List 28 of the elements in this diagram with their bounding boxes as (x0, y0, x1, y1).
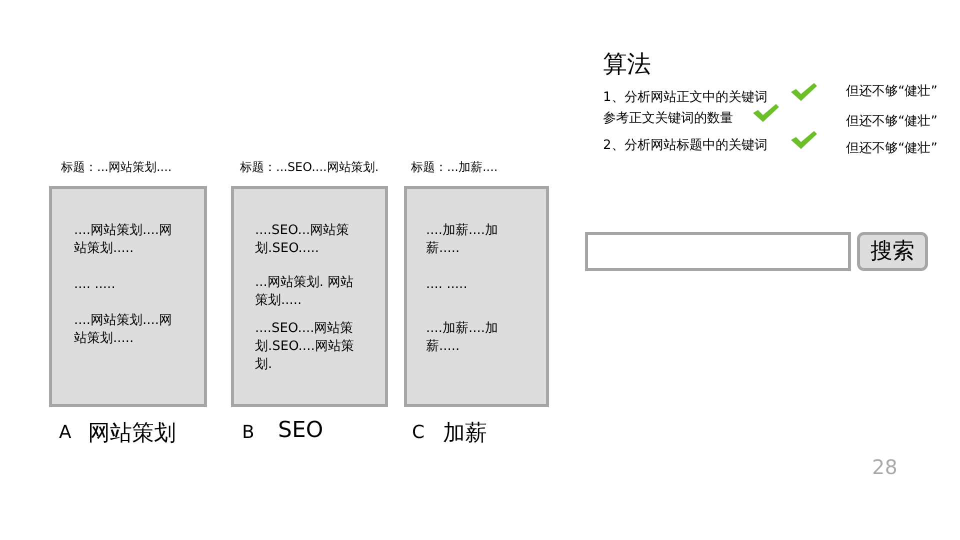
body-text: ....SEO...网站策划.SEO..... (255, 222, 350, 258)
note-text: 但还不够“健壮” (846, 140, 938, 157)
algorithm-step: 参考正文关键词的数量 (603, 109, 733, 127)
body-text: ....加薪....加薪..... (426, 222, 500, 258)
body-text: .... ..... (74, 276, 116, 294)
note-text: 但还不够“健壮” (846, 83, 938, 100)
page-title: 标题：...网站策划.... (61, 159, 172, 176)
body-text: ....加薪....加薪..... (426, 320, 500, 356)
search-field (585, 232, 851, 271)
search-button: 搜索 (857, 232, 928, 271)
option-label: 加薪 (443, 420, 487, 448)
algorithm-step: 2、分析网站标题中的关键词 (603, 136, 768, 154)
page-number: 28 (872, 455, 898, 479)
body-text: ....网站策划....网站策划..... (74, 312, 174, 348)
option-label: 网站策划 (88, 420, 176, 448)
option-letter: C (412, 422, 425, 443)
option-letter: B (242, 422, 254, 443)
body-text: .... ..... (426, 276, 468, 294)
note-text: 但还不够“健壮” (846, 113, 938, 130)
option-letter: A (59, 422, 72, 443)
page-title: 标题：...加薪.... (411, 159, 498, 176)
body-text: ...网站策划. 网站策划..... (255, 274, 355, 310)
body-text: ....SEO....网站策划.SEO....网站策划. (255, 320, 355, 374)
algorithm-step: 1、分析网站正文中的关键词 (603, 88, 768, 106)
section-heading: 算法 (603, 49, 651, 80)
option-label: SEO (278, 418, 324, 443)
page-title: 标题：...SEO....网站策划. (240, 159, 379, 176)
body-text: ....网站策划....网站策划..... (74, 222, 174, 258)
